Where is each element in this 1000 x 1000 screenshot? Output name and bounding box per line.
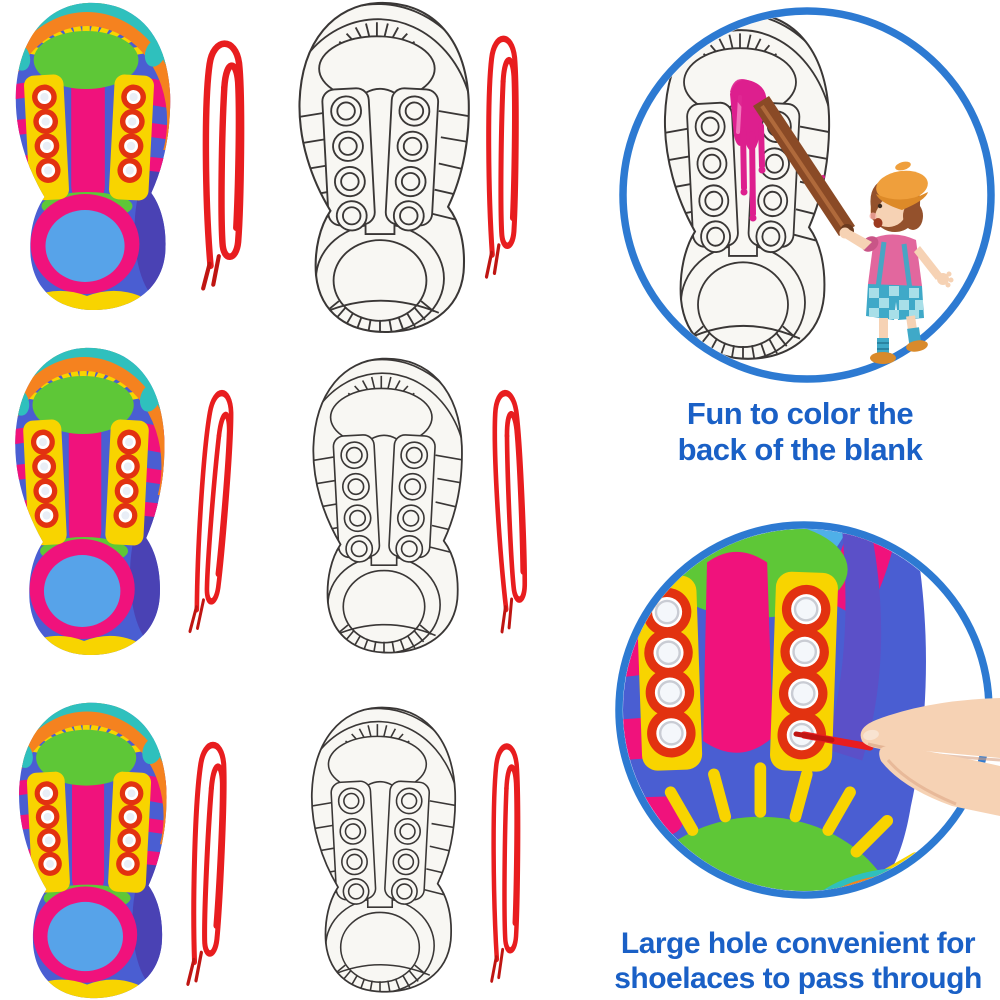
- mouth: [873, 218, 883, 228]
- suspender: [875, 241, 887, 289]
- shoelace-1: [182, 12, 274, 296]
- shoe: [870, 352, 896, 364]
- shoelace-3: [174, 360, 259, 642]
- lace-tip: [793, 731, 835, 743]
- arm-extended: [914, 246, 942, 280]
- fingernail: [863, 729, 879, 741]
- colored-shoe-1: [0, 0, 178, 312]
- shoelace-5: [171, 713, 253, 993]
- caption-lacing: Large hole convenient for shoelaces to p…: [592, 926, 1000, 996]
- caption-lacing-line2: shoelaces to pass through: [614, 962, 982, 995]
- eye: [877, 203, 883, 209]
- index-finger: [860, 698, 1000, 758]
- cap-propeller: [895, 161, 911, 171]
- caption-lacing-line1: Large hole convenient for: [620, 927, 976, 960]
- caption-coloring-line2: back of the blank: [677, 432, 923, 467]
- thumb: [879, 745, 1000, 816]
- leg: [879, 318, 888, 338]
- blank-shoe-3: [297, 705, 463, 997]
- shoelace-6: [477, 716, 541, 988]
- caption-coloring-line1: Fun to color the: [686, 396, 914, 431]
- colored-shoe-3: [4, 700, 174, 1000]
- caption-coloring: Fun to color the back of the blank: [608, 396, 992, 468]
- shoelace-4: [473, 360, 553, 639]
- child-painting-cartoon: [839, 161, 954, 364]
- cap: [876, 170, 928, 202]
- shoelace-2: [470, 8, 542, 284]
- callout-lacing: [615, 521, 1000, 899]
- colored-shoe-2: [0, 345, 172, 657]
- hand-threading-lace: [793, 698, 1000, 816]
- blank-shoe-2: [298, 356, 470, 658]
- callout-coloring: [619, 7, 995, 383]
- blush: [869, 212, 877, 220]
- blank-shoe-1: [282, 0, 478, 338]
